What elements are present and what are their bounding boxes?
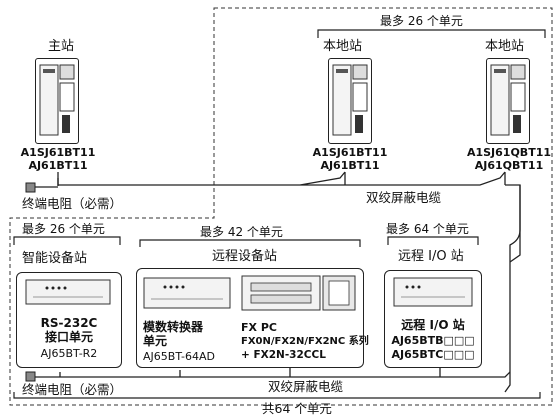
remote-dev-station-title: 远程设备站 <box>212 249 278 264</box>
io-model-1: AJ65BTB□□□ <box>391 334 475 347</box>
local-station-2-device <box>486 58 530 144</box>
top-cable-label: 双绞屏蔽电缆 <box>366 190 442 205</box>
local-1-model-2: AJ61BT11 <box>320 159 380 172</box>
remote-io-module-icon <box>393 277 473 307</box>
remote-dev-group-label: 最多 42 个单元 <box>200 225 283 239</box>
fx-plc-icon <box>241 275 356 311</box>
fx-line-1: FX PC <box>241 321 277 334</box>
remote-io-box: 远程 I/O 站 AJ65BTB□□□ AJ65BTC□□□ <box>384 270 482 368</box>
dashed-boundary <box>9 7 553 406</box>
remote-dev-box: 模数转换器 单元 AJ65BT-64AD FX PC FX0N/FX2N/FX2… <box>136 268 369 368</box>
plc-unit-icon <box>39 64 75 136</box>
fx-line-3: + FX2N-32CCL <box>241 349 326 361</box>
ad-model: AJ65BT-64AD <box>143 350 215 363</box>
remote-io-group-bracket <box>387 236 479 245</box>
remote-dev-group-bracket <box>139 239 361 247</box>
local-2-model-1: A1SJ61QBT11 <box>466 146 552 159</box>
terminator-resistor-bottom <box>25 371 36 382</box>
terminator-resistor-top <box>25 182 36 193</box>
io-line-1: 远程 I/O 站 <box>401 318 465 332</box>
intel-dev-line-1: RS-232C <box>40 316 98 330</box>
bottom-cable <box>35 366 511 378</box>
rs232c-module-icon <box>25 279 111 305</box>
bottom-cable-label: 双绞屏蔽电缆 <box>268 379 344 394</box>
intel-dev-model: AJ65BT-R2 <box>40 347 98 360</box>
remote-io-group-label: 最多 64 个单元 <box>386 222 469 236</box>
intel-device-box: RS-232C 接口单元 AJ65BT-R2 <box>16 272 122 368</box>
ad-line-1: 模数转换器 <box>143 320 204 334</box>
local-station-2-title: 本地站 <box>485 39 525 54</box>
master-station-device <box>35 58 79 144</box>
total-units-label: 共64 个单元 <box>262 401 332 416</box>
top-terminator-label: 终端电阻（必需） <box>22 196 123 211</box>
ad-line-2: 单元 <box>143 334 168 348</box>
local-2-model-2: AJ61QBT11 <box>474 159 544 172</box>
local-1-model-1: A1SJ61BT11 <box>312 146 388 159</box>
intel-group-label: 最多 26 个单元 <box>22 222 105 236</box>
master-station-title: 主站 <box>48 39 75 54</box>
plc-unit-icon <box>490 64 526 136</box>
total-bracket <box>13 392 541 399</box>
intel-group-bracket <box>13 236 121 245</box>
local-group-label: 最多 26 个单元 <box>380 14 463 28</box>
local-station-1-title: 本地站 <box>323 39 363 54</box>
ad-converter-module-icon <box>143 277 231 309</box>
remote-io-station-title: 远程 I/O 站 <box>398 249 464 264</box>
intel-dev-line-2: 接口单元 <box>44 330 93 344</box>
local-group-bracket <box>317 29 546 38</box>
trunk-cable <box>504 185 521 393</box>
master-model-1: A1SJ61BT11 <box>20 146 96 159</box>
plc-unit-icon <box>332 64 368 136</box>
bottom-terminator-label: 终端电阻（必需） <box>22 382 123 397</box>
intel-station-title: 智能设备站 <box>22 251 88 266</box>
master-model-2: AJ61BT11 <box>28 159 88 172</box>
local-station-1-device <box>328 58 372 144</box>
io-model-2: AJ65BTC□□□ <box>391 348 475 361</box>
fx-line-2: FX0N/FX2N/FX2NC 系列 <box>241 336 369 347</box>
